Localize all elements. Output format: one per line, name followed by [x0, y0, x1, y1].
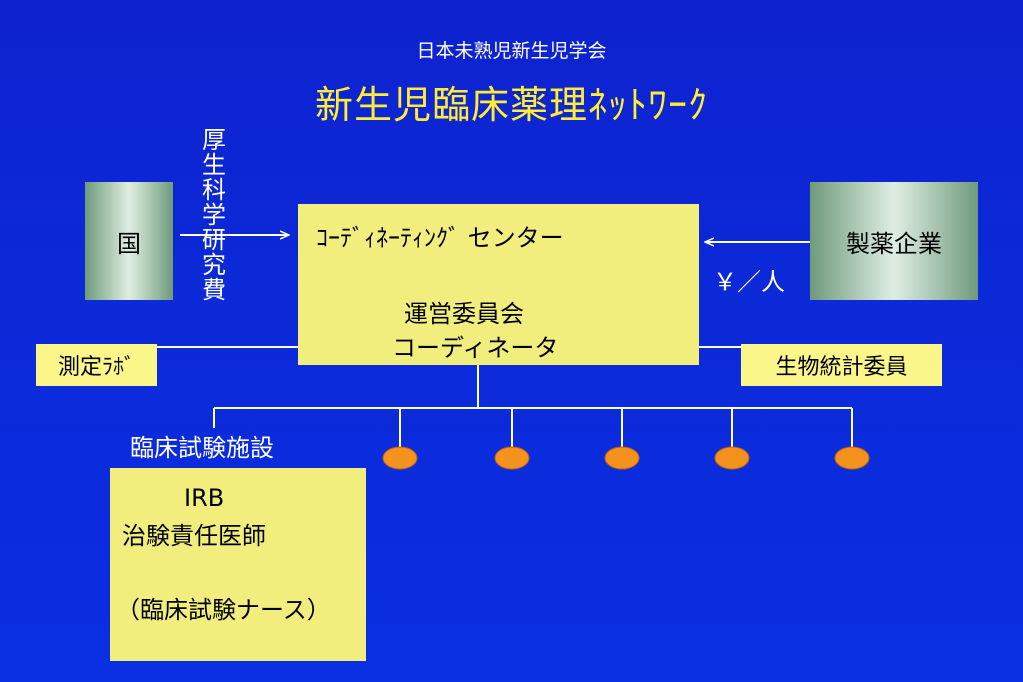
biostat-label: 生物統計委員: [775, 355, 908, 380]
country-box: 国: [85, 182, 173, 300]
lab-box: 測定ﾗﾎﾞ: [36, 344, 157, 386]
grant-label: 厚 生 科 学 研 究 費: [199, 128, 229, 303]
grant-char: 学: [202, 201, 226, 229]
subtitle: 日本未熟児新生児学会: [416, 40, 607, 62]
coordinating-center-box: ｺｰﾃﾞｨﾈｰﾃｨﾝｸﾞ センター 運営委員会 コーディネータ: [298, 204, 699, 365]
facility-node-2: [494, 446, 530, 470]
biostat-box: 生物統計委員: [741, 344, 942, 386]
center-title: ｺｰﾃﾞｨﾈｰﾃｨﾝｸﾞ センター: [316, 224, 564, 252]
facilities-label: 臨床試験施設: [130, 434, 274, 462]
center-committee: 運営委員会: [404, 300, 524, 328]
grant-char: 研: [202, 226, 226, 254]
facility-node-1: [382, 446, 418, 470]
grant-char: 生: [202, 151, 226, 179]
pharma-box: 製薬企業: [810, 182, 978, 300]
facility-irb: IRB: [184, 484, 225, 512]
grant-char: 費: [202, 276, 226, 304]
facility-nurse: （臨床試験ナース）: [116, 596, 331, 624]
facility-node-5: [834, 446, 870, 470]
pharma-label: 製薬企業: [846, 229, 942, 258]
center-coordinator: コーディネータ: [392, 334, 559, 362]
country-label: 国: [117, 229, 141, 258]
lab-label: 測定ﾗﾎﾞ: [57, 355, 135, 380]
payment-label: ￥／人: [713, 268, 785, 296]
facility-detail-box: IRB 治験責任医師 （臨床試験ナース）: [110, 468, 366, 661]
grant-char: 科: [202, 176, 226, 204]
facility-investigator: 治験責任医師: [122, 522, 266, 550]
grant-char: 究: [202, 251, 226, 279]
grant-char: 厚: [202, 126, 226, 154]
slide-title: 新生児臨床薬理ﾈｯﾄﾜｰｸ: [314, 83, 708, 127]
facility-node-4: [714, 446, 750, 470]
facility-node-3: [604, 446, 640, 470]
